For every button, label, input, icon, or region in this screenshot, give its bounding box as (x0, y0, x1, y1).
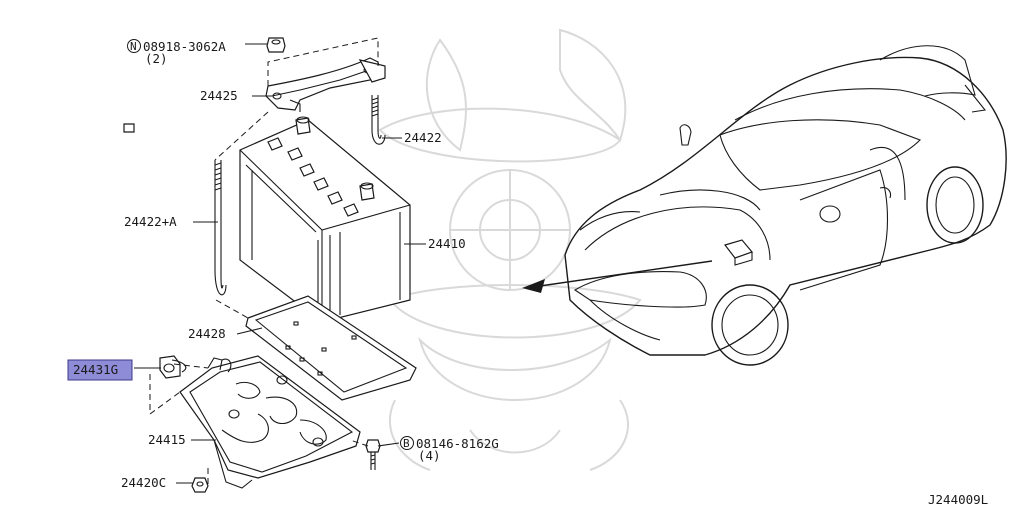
clip-part-number: 24431G (73, 362, 118, 377)
label-bolt: B 08146-8162G (4) (400, 436, 499, 463)
bolt-badge: B (403, 437, 410, 450)
diagram-code: J244009L (928, 492, 988, 507)
leader-lines (134, 43, 426, 484)
watermark-emblem (378, 28, 642, 471)
bolt-part-number: 08146-8162G (416, 436, 499, 451)
bolt-quantity: (4) (418, 448, 441, 463)
clip-part (159, 355, 187, 379)
selection-highlight (67, 359, 133, 381)
pointer-arrowhead (522, 279, 545, 293)
guide-lines (149, 37, 379, 486)
hold-rod-right-part-number: 24422 (404, 130, 442, 145)
nut-part-number: 08918-3062A (143, 39, 226, 54)
battery-part-number: 24410 (428, 236, 466, 251)
bracket-part (179, 355, 361, 489)
label-nut: N 08918-3062A (2) (127, 39, 226, 66)
nut-quantity: (2) (145, 51, 168, 66)
bracket-clip-part-number: 24420C (121, 475, 166, 490)
nut-badge: N (130, 40, 137, 53)
hold-rod-right-part (371, 95, 386, 145)
tray-mat-part-number: 24428 (188, 326, 226, 341)
tray-mat-part (245, 295, 417, 401)
hold-rod-left-part (214, 160, 227, 296)
nut-part (266, 37, 286, 53)
bracket-part-number: 24415 (148, 432, 186, 447)
hold-frame-part (265, 57, 386, 112)
bracket-clip-part (191, 477, 209, 493)
bolt-part (365, 439, 381, 470)
hold-rod-left-part-number: 24422+A (124, 214, 177, 229)
hold-frame-part-number: 24425 (200, 88, 238, 103)
clip-selected-label[interactable]: 24431G (67, 359, 133, 381)
car-illustration (522, 45, 1007, 366)
